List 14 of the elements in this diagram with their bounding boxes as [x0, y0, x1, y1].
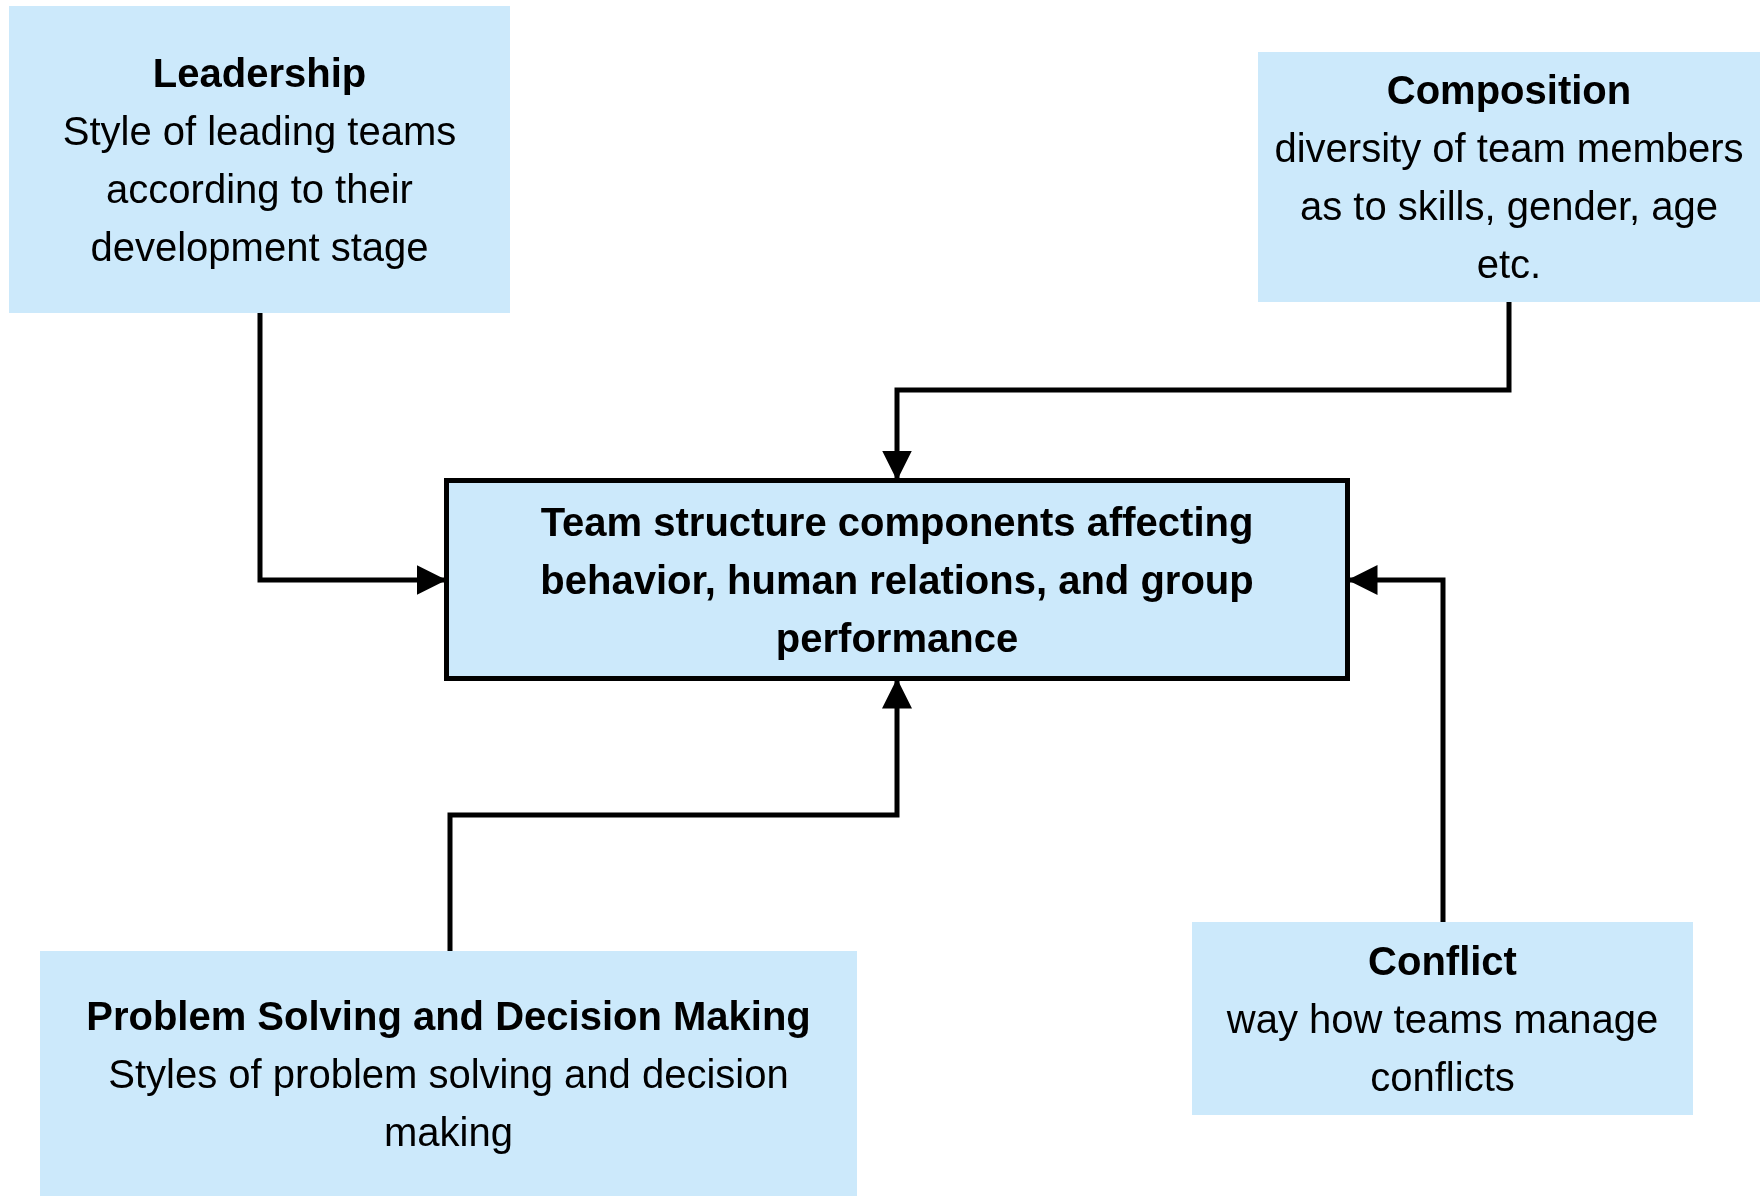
- box-heading: Problem Solving and Decision Making: [86, 992, 811, 1040]
- box-description: diversity of team members as to skills, gender, age etc.: [1273, 125, 1745, 288]
- component-box: [1192, 922, 1693, 1115]
- box-description: Style of leading teams according to their development stage: [61, 107, 458, 271]
- component-box: [40, 951, 857, 1196]
- box-heading: Leadership: [152, 49, 367, 97]
- central-box: [444, 478, 1350, 681]
- box-heading: Team structure components affecting behavior, human relations, and group performance: [539, 498, 1255, 662]
- box-description: Styles of problem solving and decision making: [107, 1050, 790, 1156]
- box-description: way how teams manage conflicts: [1225, 995, 1660, 1101]
- box-heading: Composition: [1386, 67, 1632, 114]
- component-box: [9, 6, 510, 313]
- box-heading: Conflict: [1368, 937, 1517, 985]
- component-box: [1258, 52, 1760, 302]
